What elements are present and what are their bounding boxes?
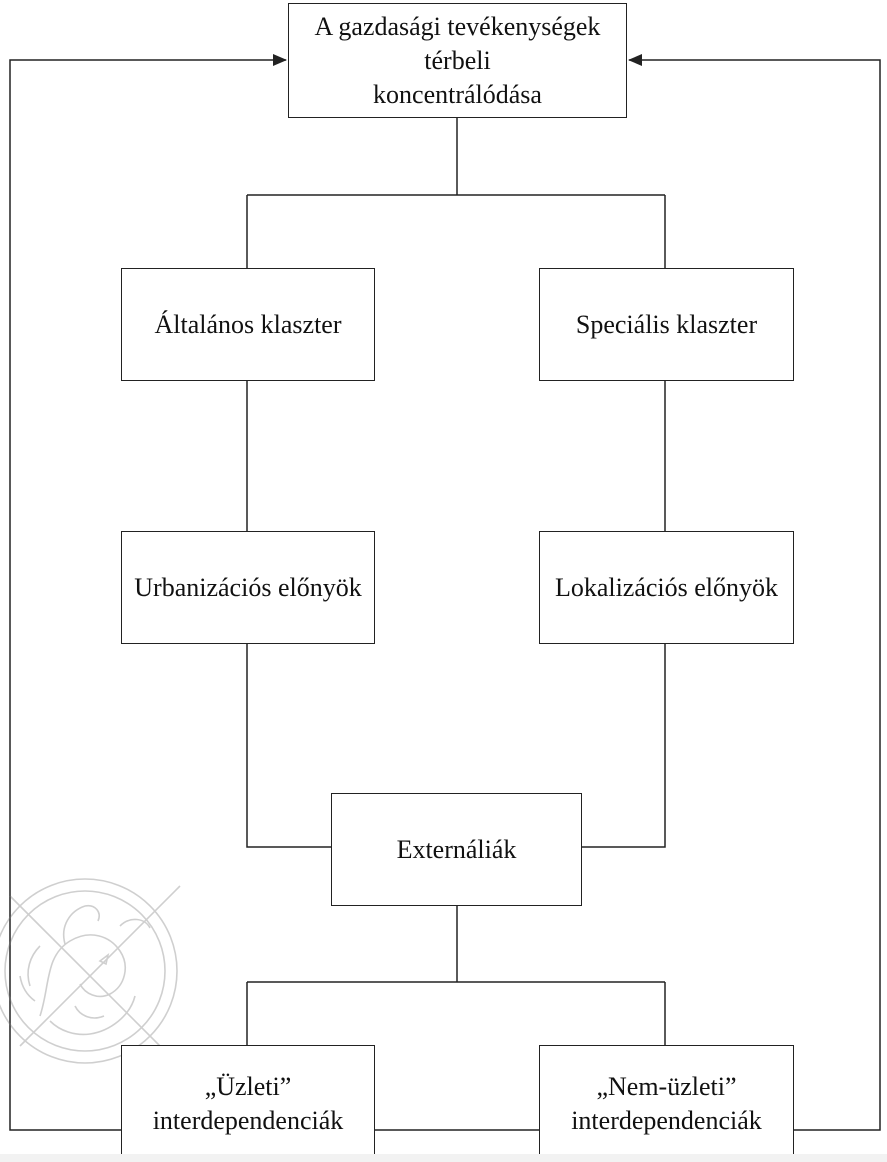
business-interdependencies-line2: interdependenciák <box>152 1105 344 1135</box>
business-interdependencies-line1: „Üzleti” <box>204 1071 292 1101</box>
feedback-arrow-left <box>9 54 287 1131</box>
urbanization-advantages-label: Urbanizációs előnyök <box>134 572 362 602</box>
urbanization-advantages-box: Urbanizációs előnyök <box>121 531 375 644</box>
localization-advantages-label: Lokalizációs előnyök <box>554 572 779 602</box>
general-cluster-label: Általános klaszter <box>154 309 342 339</box>
special-cluster-box: Speciális klaszter <box>539 268 794 381</box>
localization-advantages-box: Lokalizációs előnyök <box>539 531 794 644</box>
business-interdependencies-box: „Üzleti” interdependenciák <box>121 1045 375 1162</box>
spatial-concentration-box: A gazdasági tevékenységek térbeli koncen… <box>288 3 627 118</box>
spatial-concentration-line1: A gazdasági tevékenységek térbeli <box>314 11 601 75</box>
non-business-interdependencies-line1: „Nem-üzleti” <box>596 1071 737 1101</box>
connector-urban-ext <box>246 644 331 848</box>
connector-local-ext <box>582 644 666 848</box>
general-cluster-box: Általános klaszter <box>121 268 375 381</box>
spatial-concentration-line2: koncentrálódása <box>373 79 542 109</box>
page-bottom-edge <box>0 1154 887 1162</box>
externalities-box: Externáliák <box>331 793 582 906</box>
special-cluster-label: Speciális klaszter <box>575 309 758 339</box>
non-business-interdependencies-box: „Nem-üzleti” interdependenciák <box>539 1045 794 1162</box>
griffin-seal-watermark-icon <box>0 878 181 1064</box>
externalities-label: Externáliák <box>396 834 517 864</box>
non-business-interdependencies-line2: interdependenciák <box>571 1105 762 1135</box>
feedback-arrow-right <box>628 54 881 1131</box>
